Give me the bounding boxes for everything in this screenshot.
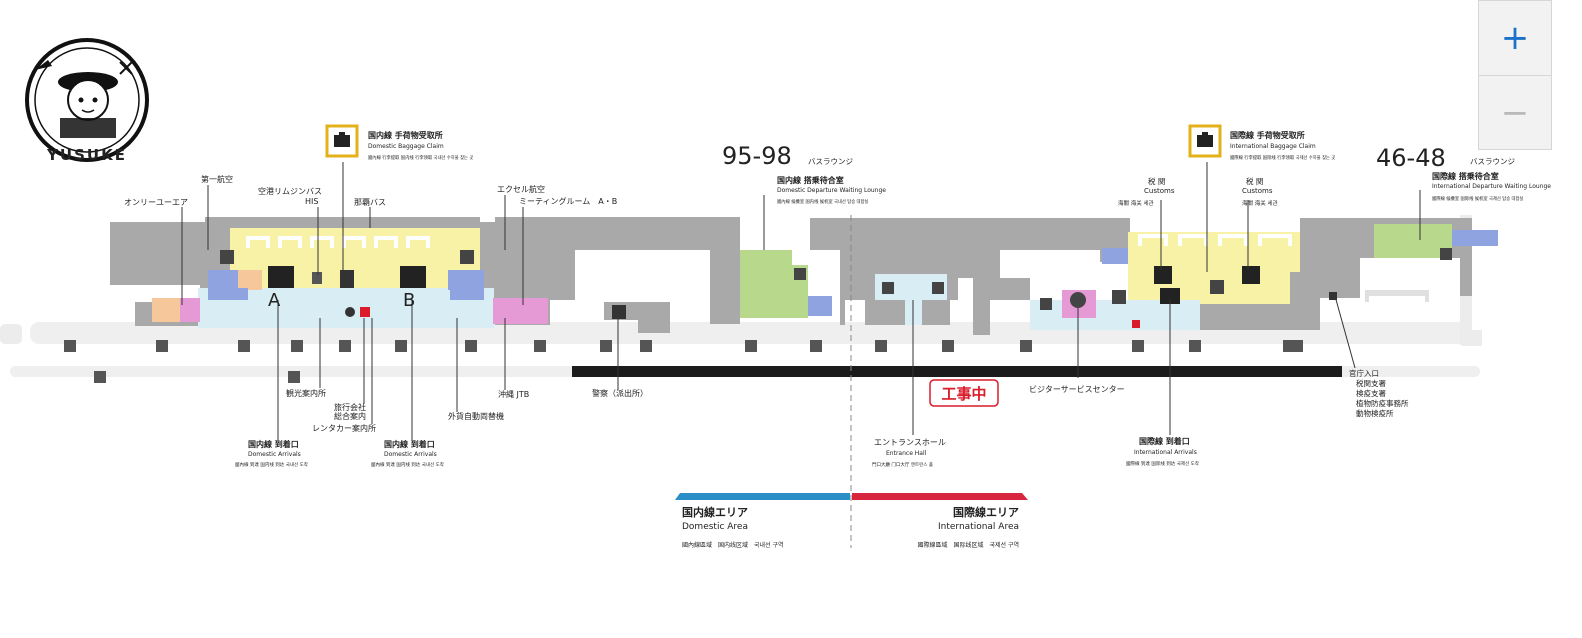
road-icons [64,340,1303,383]
label-official-entrance: 官庁入口 [1349,368,1379,378]
zoom-out-button[interactable]: − [1500,93,1530,133]
label-naha-bus: 那覇バス [354,198,386,207]
international-lounge-zone [1374,224,1452,258]
dom-arr-b-sub: 國內線 到達 国内线 到达 국내선 도착 [371,461,444,468]
dom-arr-a-ja: 国内線 到着口 [248,439,299,449]
official-item-2: 植物防疫事務所 [1356,398,1409,408]
legend-international-sub: 國際線區域 国际线区域 국제선 구역 [917,541,1019,549]
label-daiichi: 第一航空 [201,174,233,184]
label-rental: レンタカー案内所 [312,423,376,433]
customs-1-en: Customs [1144,187,1175,195]
customs-2-ja: 税 関 [1246,176,1263,186]
intl-arr-en: International Arrivals [1134,449,1197,456]
intl-arr-sub: 國際線 到達 国际线 到达 국제선 도착 [1126,460,1199,467]
entrance-ja: エントランスホール [874,438,946,447]
label-meeting: ミーティングルーム A・B [519,196,617,206]
construction-barrier [572,366,1342,377]
label-tourist: 観光案内所 [286,388,326,398]
official-item-1: 検疫支署 [1356,388,1386,398]
dom-arr-a-en: Domestic Arrivals [248,451,301,458]
intl-arr-ja: 国際線 到着口 [1139,436,1190,446]
dom-lounge-en: Domestic Departure Waiting Lounge [777,187,886,194]
intl-baggage-ja: 国際線 手荷物受取所 [1230,130,1305,140]
meeting-room-zone [493,298,548,324]
legend-domestic-ja: 国内線エリア [682,505,748,519]
customs-1-ja: 税 関 [1148,176,1165,186]
official-item-3: 動物検疫所 [1356,408,1394,418]
label-excel: エクセル航空 [497,184,545,194]
dom-arr-b-en: Domestic Arrivals [384,451,437,458]
zoom-control: + − [1478,0,1552,150]
label-travel-2: 総合案内 [334,411,366,421]
official-item-0: 税関支署 [1356,378,1386,388]
label-limousine: 空港リムジンバス [258,186,322,196]
intl-baggage-sign-icon [1188,124,1222,158]
international-arrival-hall [1030,300,1200,330]
intl-baggage-sub: 國際線 行李提取 国际线 行李领取 국제선 수하물 찾는 곳 [1230,154,1335,161]
customs-1-sub: 海關 海关 세관 [1118,199,1154,207]
logo-text: YUSUKE [46,146,127,164]
intl-lounge-number: 46-48 [1376,144,1446,172]
construction-badge: 工事中 [929,379,999,407]
official-entrance-icon [1329,292,1337,300]
baggage-carousels [246,234,1292,248]
dom-lounge-suffix: バスラウンジ [808,157,853,166]
dom-baggage-en: Domestic Baggage Claim [368,143,444,150]
label-exchange: 外貨自動両替機 [448,411,504,421]
area-legend: 国内線エリア Domestic Area 國內線區域 国内线区域 국내선 구역 … [675,493,1028,549]
entrance-en: Entrance Hall [886,450,927,457]
dom-baggage-sub: 國內線 行李提取 国内线 行李领取 국내선 수하물 찾는 곳 [368,154,473,161]
label-only-you-air: オンリーユーエア [124,198,188,207]
entrance-sub: 門口大廳 门口大厅 엔트런스 홀 [872,461,933,468]
intl-lounge-en: International Departure Waiting Lounge [1432,183,1551,190]
label-travel-1: 旅行会社 [334,402,366,412]
intl-lounge-sub: 國際線 候機室 国际线 候机室 국제선 탑승 대합실 [1432,195,1523,202]
zone-a-label: A [268,290,281,311]
legend-international-en: International Area [938,522,1019,532]
yusuke-logo: YUSUKE [25,38,149,164]
info-question-icon [1070,292,1086,308]
label-police: 警察（派出所） [592,388,648,398]
domestic-lounge-zone [740,250,808,318]
label-visitor: ビジターサービスセンター [1029,385,1125,394]
dom-baggage-ja: 国内線 手荷物受取所 [368,130,443,140]
dom-baggage-sign-icon [325,124,359,158]
dom-lounge-number: 95-98 [722,142,792,170]
label-his: HIS [305,197,318,206]
zone-b-label: B [403,290,415,311]
intl-lounge-ja: 国際線 搭乗待合室 [1432,171,1499,181]
intl-baggage-en: International Baggage Claim [1230,143,1316,150]
customs-2-en: Customs [1242,187,1273,195]
leader-lines [181,162,1421,440]
dom-lounge-ja: 国内線 搭乗待合室 [777,175,844,185]
zoom-in-button[interactable]: + [1479,1,1551,76]
legend-domestic-sub: 國內線區域 国内线区域 국내선 구역 [682,541,784,549]
label-okinawa-jtb: 沖縄 JTB [498,389,529,399]
dom-lounge-sub: 國內線 候機室 国内线 候机室 국내선 탑승 대합실 [777,198,868,205]
facility-icons [220,248,1452,328]
construction-text: 工事中 [941,385,986,403]
legend-domestic-en: Domestic Area [682,522,748,532]
legend-international-ja: 国際線エリア [953,505,1019,519]
intl-lounge-suffix: バスラウンジ [1470,157,1515,166]
customs-2-sub: 海關 海关 세관 [1242,199,1278,207]
international-baggage-zone [1128,232,1300,304]
info-question-icon [345,307,355,317]
dom-arr-b-ja: 国内線 到着口 [384,439,435,449]
dom-arr-a-sub: 國內線 到達 国内线 到达 국내선 도착 [235,461,308,468]
police-icon [612,305,626,319]
